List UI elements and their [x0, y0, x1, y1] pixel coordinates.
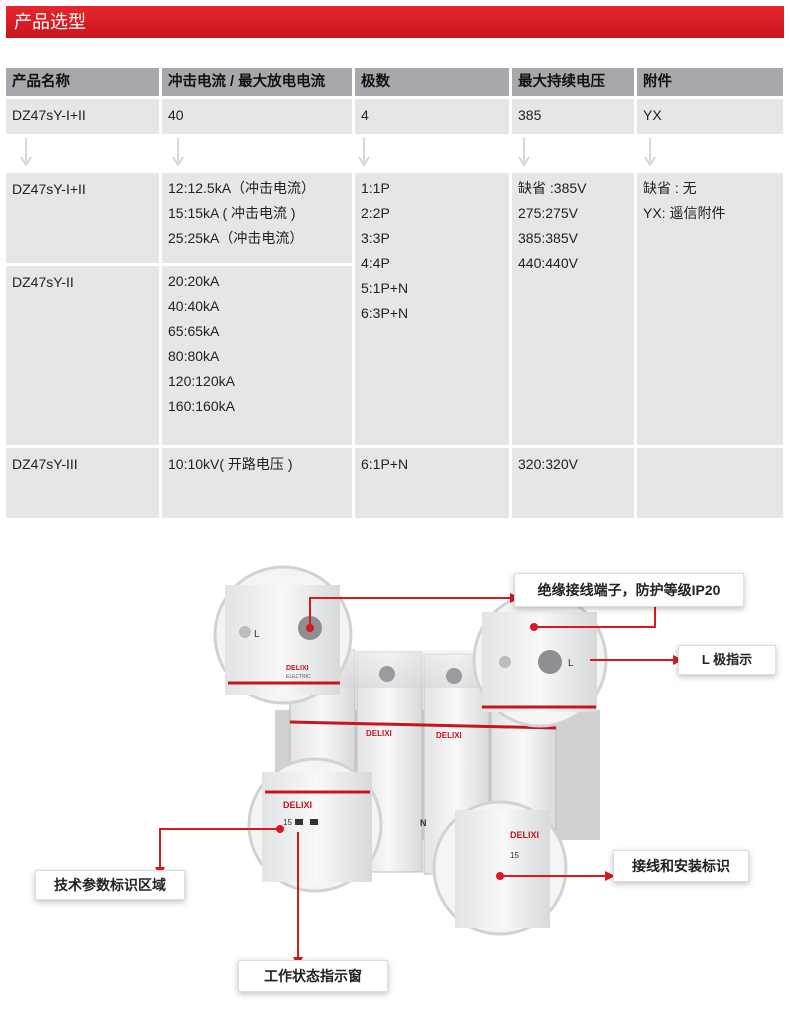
accessory-list: 缺省 : 无 YX: 遥信附件 — [637, 173, 783, 445]
header-product-name: 产品名称 — [6, 68, 159, 96]
rating-mark: 15 — [283, 818, 292, 827]
poles-list: 1:1P 2:2P 3:3P 4:4P 5:1P+N 6:3P+N — [355, 173, 509, 445]
header-current: 冲击电流 / 最大放电电流 — [162, 68, 352, 96]
down-arrow-icon — [518, 138, 530, 167]
group3-accessory — [637, 448, 783, 518]
callout-status-window: 工作状态指示窗 — [238, 960, 388, 992]
group3-poles: 6:1P+N — [355, 448, 509, 518]
example-product: DZ47sY-I+II — [6, 99, 159, 134]
n-mark: N — [420, 818, 427, 828]
example-poles: 4 — [355, 99, 509, 134]
example-voltage: 385 — [512, 99, 634, 134]
example-accessory: YX — [637, 99, 783, 134]
zoom-l-pole: L — [472, 592, 608, 728]
group2-product: DZ47sY-II — [6, 266, 159, 445]
current-option: 65:65kA — [168, 323, 220, 339]
brand-sub: ELECTRIC — [286, 674, 311, 680]
down-arrow-icon — [20, 138, 32, 167]
group3-current: 10:10kV( 开路电压 ) — [162, 448, 352, 518]
down-arrow-icon — [358, 138, 370, 167]
l-mark: L — [568, 658, 574, 669]
group1-product: DZ47sY-I+II — [6, 173, 159, 263]
brand-mark: DELIXI — [436, 731, 462, 740]
pole-option: 3:3P — [361, 230, 390, 246]
brand-mark: DELIXI — [286, 665, 309, 672]
current-option: 25:25kA（冲击电流） — [168, 230, 304, 246]
pole-option: 5:1P+N — [361, 280, 409, 296]
group3-voltage: 320:320V — [512, 448, 634, 518]
pole-option: 1:1P — [361, 180, 390, 196]
voltage-option: 385:385V — [518, 230, 578, 246]
zoom-terminal: L DELIXI ELECTRIC — [213, 565, 353, 705]
callout-wiring: 接线和安装标识 — [613, 850, 749, 882]
current-option: 120:120kA — [168, 373, 235, 389]
current-option: 20:20kA — [168, 273, 220, 289]
brand-mark: DELIXI — [510, 830, 539, 840]
voltage-option: 缺省 :385V — [518, 180, 587, 196]
product-illustration: DELIXI DELIXI N L DELIXI ELECTRIC L — [0, 540, 790, 1028]
example-current: 40 — [162, 99, 352, 134]
section-header: 产品选型 — [6, 6, 784, 38]
header-poles: 极数 — [355, 68, 509, 96]
group3-product: DZ47sY-III — [6, 448, 159, 518]
zoom-params: DELIXI 15 — [247, 757, 383, 893]
down-arrow-icon — [172, 138, 184, 167]
l-mark: L — [254, 629, 260, 640]
current-option: 40:40kA — [168, 298, 220, 314]
brand-mark: DELIXI — [366, 729, 392, 738]
accessory-option: YX: 遥信附件 — [643, 205, 726, 221]
down-arrow-icon — [644, 138, 656, 167]
pole-option: 6:3P+N — [361, 305, 409, 321]
pole-option: 4:4P — [361, 255, 390, 271]
voltage-option: 275:275V — [518, 205, 578, 221]
current-option: 80:80kA — [168, 348, 220, 364]
callout-params: 技术参数标识区域 — [35, 870, 185, 900]
zoom-wiring: DELIXI 15 — [432, 800, 568, 936]
header-voltage: 最大持续电压 — [512, 68, 634, 96]
pole-option: 2:2P — [361, 205, 390, 221]
rating-mark: 15 — [510, 851, 519, 860]
section-title: 产品选型 — [14, 12, 86, 32]
accessory-option: 缺省 : 无 — [643, 180, 697, 196]
voltage-option: 440:440V — [518, 255, 578, 271]
callout-l-pole: L 极指示 — [678, 645, 776, 675]
surge-protector-image: DELIXI DELIXI N L DELIXI ELECTRIC L — [155, 565, 683, 967]
current-option: 12:12.5kA（冲击电流） — [168, 180, 316, 196]
brand-mark: DELIXI — [283, 800, 312, 810]
voltage-list: 缺省 :385V 275:275V 385:385V 440:440V — [512, 173, 634, 445]
current-option: 15:15kA ( 冲击电流 ) — [168, 205, 296, 221]
current-option: 160:160kA — [168, 398, 235, 414]
group2-currents: 20:20kA 40:40kA 65:65kA 80:80kA 120:120k… — [162, 266, 352, 445]
group1-currents: 12:12.5kA（冲击电流） 15:15kA ( 冲击电流 ) 25:25kA… — [162, 173, 352, 263]
callout-terminal: 绝缘接线端子，防护等级IP20 — [514, 573, 744, 607]
header-accessory: 附件 — [637, 68, 783, 96]
